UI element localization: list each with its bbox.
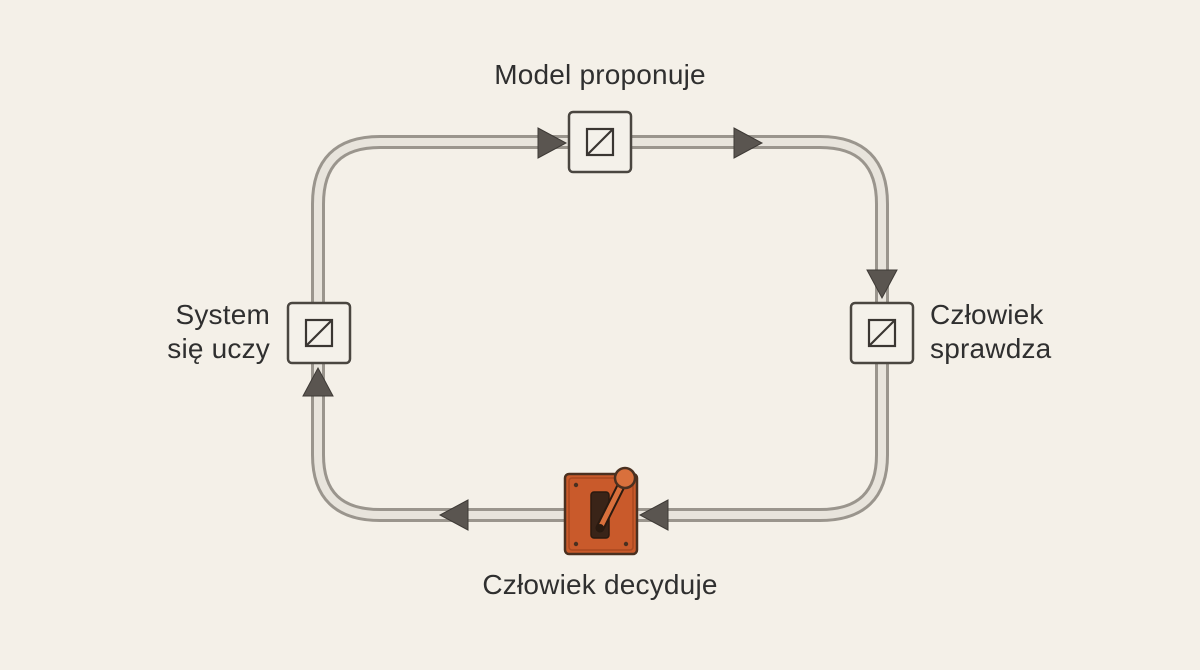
label-line: Człowiek [930,299,1044,330]
label-czlowiek-decyduje: Człowiek decyduje [400,568,800,602]
label-line: Człowiek decyduje [482,569,718,600]
label-line: sprawdza [930,333,1052,364]
node-czlowiek-decyduje [563,466,639,556]
node-model-proponuje [567,110,633,174]
label-system-sie-uczy: System się uczy [110,298,270,366]
arrow-right-down [866,269,898,300]
square-slash-icon [867,318,897,348]
arrow-bottom-left [438,499,469,531]
arrow-left-up [302,366,334,397]
label-model-proponuje: Model proponuje [400,58,800,92]
label-line: się uczy [167,333,270,364]
node-system-sie-uczy [286,301,352,365]
square-slash-icon [585,127,615,157]
node-czlowiek-sprawdza [849,301,915,365]
cycle-track-fill [314,138,886,519]
arrow-bottom-right [638,499,669,531]
label-line: System [175,299,270,330]
cycle-track-outline [311,135,889,522]
arrow-top-right [733,127,764,159]
lever-switch-icon [563,466,639,556]
square-slash-icon [304,318,334,348]
label-line: Model proponuje [494,59,706,90]
arrow-top-left [537,127,568,159]
label-czlowiek-sprawdza: Człowiek sprawdza [930,298,1051,366]
